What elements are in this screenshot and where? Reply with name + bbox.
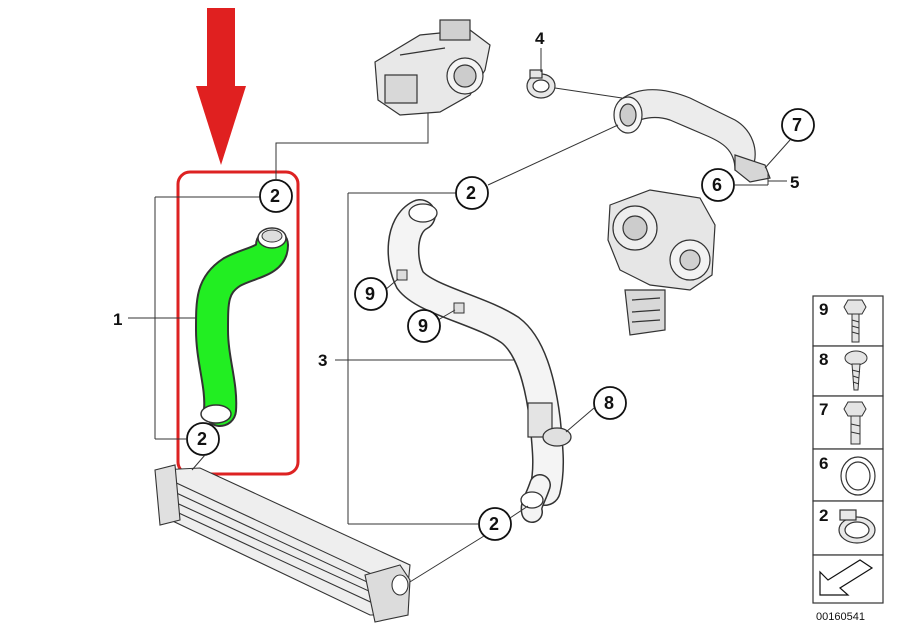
legend-label-9: 9 <box>819 300 828 319</box>
legend-row-6 <box>812 448 884 502</box>
highlighted-hose <box>194 227 289 427</box>
arrow-icon <box>819 559 874 596</box>
legend-hexbolt-icon <box>843 401 867 445</box>
highlight-box <box>176 170 300 476</box>
bracket-3 <box>335 192 520 525</box>
callout-4: 4 <box>535 29 545 48</box>
svg-text:6: 6 <box>712 175 722 195</box>
callout-7: 7 <box>781 108 815 142</box>
highlight-arrow <box>196 8 246 165</box>
group-label-5: 5 <box>790 173 799 192</box>
leader-pipe <box>554 87 623 99</box>
callout-2-bottom: 2 <box>186 422 220 456</box>
legend-panel: 9 8 7 6 <box>812 295 884 604</box>
legend-label-2: 2 <box>819 506 828 525</box>
callout-8: 8 <box>593 386 627 420</box>
svg-text:2: 2 <box>270 186 280 206</box>
bolt-9-a <box>396 269 408 281</box>
legend-oring-icon <box>840 456 876 496</box>
leader-9-b <box>437 309 456 321</box>
leader-2-low-down <box>404 535 485 586</box>
group-label-1: 1 <box>113 310 122 329</box>
part-4-clamp <box>526 69 556 99</box>
leader-7 <box>764 139 791 169</box>
leader-8 <box>565 407 595 433</box>
svg-text:9: 9 <box>418 316 428 336</box>
callout-2-mid: 2 <box>455 176 489 210</box>
legend-label-7: 7 <box>819 400 828 419</box>
callout-2-low: 2 <box>478 507 512 541</box>
intake-pipe <box>613 89 771 183</box>
callout-6: 6 <box>701 168 735 202</box>
svg-text:2: 2 <box>197 429 207 449</box>
callout-9-b: 9 <box>407 309 441 343</box>
legend-screw-icon <box>844 350 868 391</box>
legend-clamp-icon <box>838 509 876 544</box>
svg-text:7: 7 <box>792 115 802 135</box>
callout-9-a: 9 <box>354 277 388 311</box>
leader-9-a <box>384 278 399 291</box>
leader-intercooler <box>191 454 206 471</box>
diagram-id: 00160541 <box>816 611 865 623</box>
leader-throttle <box>275 112 429 180</box>
charge-pipe <box>387 199 572 523</box>
leader-2-mid <box>487 124 619 186</box>
turbocharger <box>607 189 716 336</box>
legend-bolt-icon <box>843 299 867 343</box>
svg-text:8: 8 <box>604 393 614 413</box>
callout-2-top: 2 <box>259 179 293 213</box>
bolt-9-b <box>453 302 465 314</box>
svg-text:9: 9 <box>365 284 375 304</box>
svg-text:2: 2 <box>466 183 476 203</box>
intercooler <box>154 464 411 623</box>
legend-label-8: 8 <box>819 350 828 369</box>
throttle-body <box>374 19 491 116</box>
leader-2-low-up <box>509 505 529 519</box>
bracket-1 <box>128 196 263 440</box>
svg-text:2: 2 <box>489 514 499 534</box>
bracket-5 <box>734 172 787 186</box>
legend-label-6: 6 <box>819 454 828 473</box>
group-label-3: 3 <box>318 351 327 370</box>
